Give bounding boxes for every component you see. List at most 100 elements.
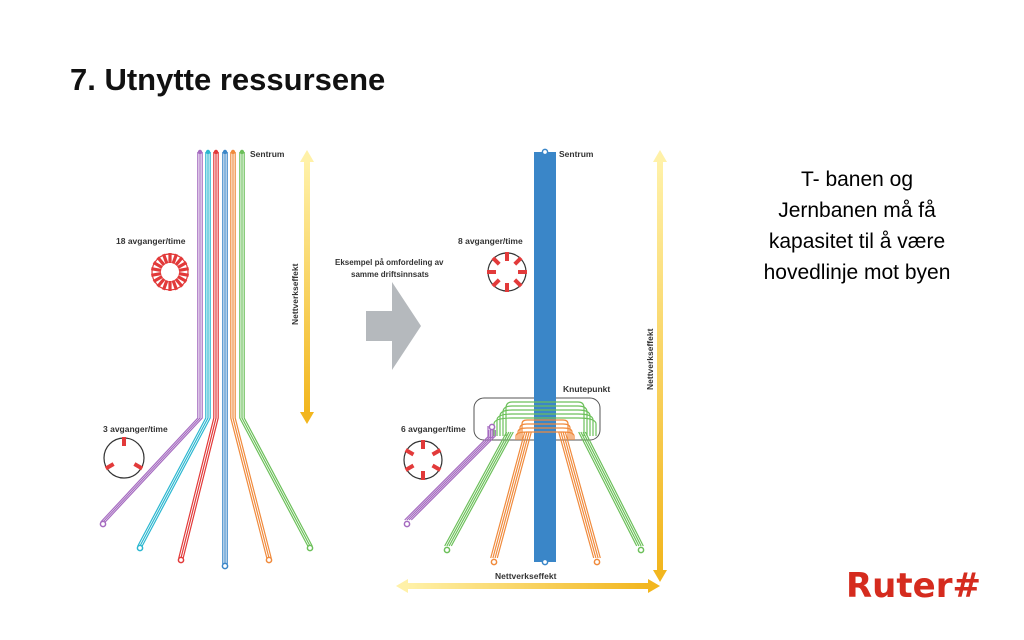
feeder-line: [490, 431, 526, 559]
feeder-line: [584, 431, 644, 547]
feeder-line: [410, 430, 496, 521]
feeder-line: [492, 431, 528, 559]
side-text-line: hovedlinje mot byen: [763, 261, 951, 284]
right-network-effect-arrow-vertical: [653, 150, 667, 582]
hub-loop: [521, 419, 569, 440]
hub-crossing-lines: [487, 401, 597, 440]
right-route-terminals: [403, 148, 645, 566]
route-terminal-dot: [541, 148, 549, 156]
clock-tick: [174, 277, 184, 288]
left-route-lines: [100, 152, 313, 564]
clock-tick: [133, 462, 144, 471]
route-line: [178, 152, 215, 559]
route-terminal-dot: [443, 546, 451, 554]
feeder-line: [404, 430, 490, 521]
clock-tick: [156, 277, 166, 288]
feeder-line: [496, 431, 532, 559]
feeder-line: [564, 431, 601, 559]
route-line: [139, 152, 209, 547]
clock-tick: [176, 275, 188, 283]
right-freq-low-label: 6 avganger/time: [401, 424, 466, 434]
feeder-line: [562, 431, 599, 559]
hub-loop: [505, 401, 585, 436]
route-terminal-dot: [177, 556, 185, 564]
clock-tick: [491, 256, 501, 266]
route-terminal-dot: [230, 149, 236, 155]
feeder-line: [446, 431, 510, 547]
arrow-caption-line2: samme driftsinnsats: [351, 270, 429, 279]
clock-tick: [156, 256, 166, 267]
clock-tick: [151, 267, 162, 273]
clock-tick: [104, 462, 115, 471]
route-terminal-dot: [490, 558, 498, 566]
route-terminal-dot: [239, 149, 245, 155]
route-terminal-dot: [221, 562, 229, 570]
feeder-line: [558, 431, 595, 559]
route-line: [243, 152, 313, 547]
route-terminal-dot: [593, 558, 601, 566]
clock-tick: [152, 261, 164, 269]
right-network-effect-horizontal-label: Nettverkseffekt: [495, 571, 557, 581]
feeder-line: [450, 431, 514, 547]
left-network-effect-arrow: [300, 150, 314, 424]
right-sentrum-label: Sentrum: [559, 149, 594, 159]
left-route-terminals: [99, 149, 314, 570]
route-terminal-dot: [197, 149, 203, 155]
clock-6-icon: [403, 440, 443, 480]
route-line: [102, 152, 201, 523]
route-line: [241, 152, 311, 547]
right-freq-high-label: 8 avganger/time: [458, 236, 523, 246]
gray-arrow-icon: [366, 282, 421, 370]
route-line: [137, 152, 207, 547]
route-line: [230, 152, 268, 559]
right-network-effect-vertical-label: Nettverkseffekt: [645, 328, 655, 390]
ruter-logo: Ruter#: [846, 566, 981, 606]
feeder-line: [448, 431, 512, 547]
side-text: T- banen og Jernbanen må få kapasitet ti…: [728, 164, 986, 288]
trunk-line: [534, 152, 556, 562]
clock-tick: [174, 256, 184, 267]
clock-tick: [513, 278, 523, 288]
route-line: [100, 152, 199, 523]
clock-tick: [171, 253, 179, 265]
feeder-line: [580, 431, 640, 547]
side-text-line: T- banen og: [800, 168, 914, 191]
clock-tick: [404, 448, 415, 457]
route-terminal-dot: [136, 544, 144, 552]
clock-tick: [431, 448, 442, 457]
hub-loop: [499, 409, 591, 436]
left-network: Sentrum 18 avganger/time 3 avganger/time…: [99, 149, 314, 570]
right-feeder-lines: [404, 430, 644, 559]
side-text-line: kapasitet til å være: [768, 230, 946, 253]
hub-loop: [515, 431, 575, 440]
clock-tick: [178, 271, 189, 277]
clock-tick: [178, 267, 189, 273]
clock-tick: [171, 279, 179, 291]
route-line: [104, 152, 203, 523]
right-network-effect-arrow-horizontal: [396, 579, 660, 593]
clock-tick: [161, 253, 169, 265]
hub-loop: [493, 417, 597, 436]
clock-tick: [161, 279, 169, 291]
clock-tick: [151, 271, 162, 277]
route-terminal-dot: [637, 546, 645, 554]
left-sentrum-label: Sentrum: [250, 149, 285, 159]
clock-tick: [513, 256, 523, 266]
clock-tick: [431, 463, 442, 472]
feeder-line: [494, 431, 530, 559]
route-terminal-dot: [99, 520, 107, 528]
feeder-line: [560, 431, 597, 559]
redistribution-arrow: Eksempel på omfordeling av samme driftsi…: [335, 258, 444, 370]
left-freq-high-label: 18 avganger/time: [116, 236, 186, 246]
clock-tick: [152, 275, 164, 283]
route-terminal-dot: [222, 149, 228, 155]
route-line: [180, 152, 217, 559]
route-line: [141, 152, 211, 547]
clock-tick: [491, 278, 501, 288]
clock-3-icon: [103, 437, 145, 479]
arrow-caption-line1: Eksempel på omfordeling av: [335, 258, 444, 267]
page-title: 7. Utnytte ressursene: [70, 62, 386, 97]
route-terminal-dot: [403, 520, 411, 528]
route-terminal-dot: [205, 149, 211, 155]
